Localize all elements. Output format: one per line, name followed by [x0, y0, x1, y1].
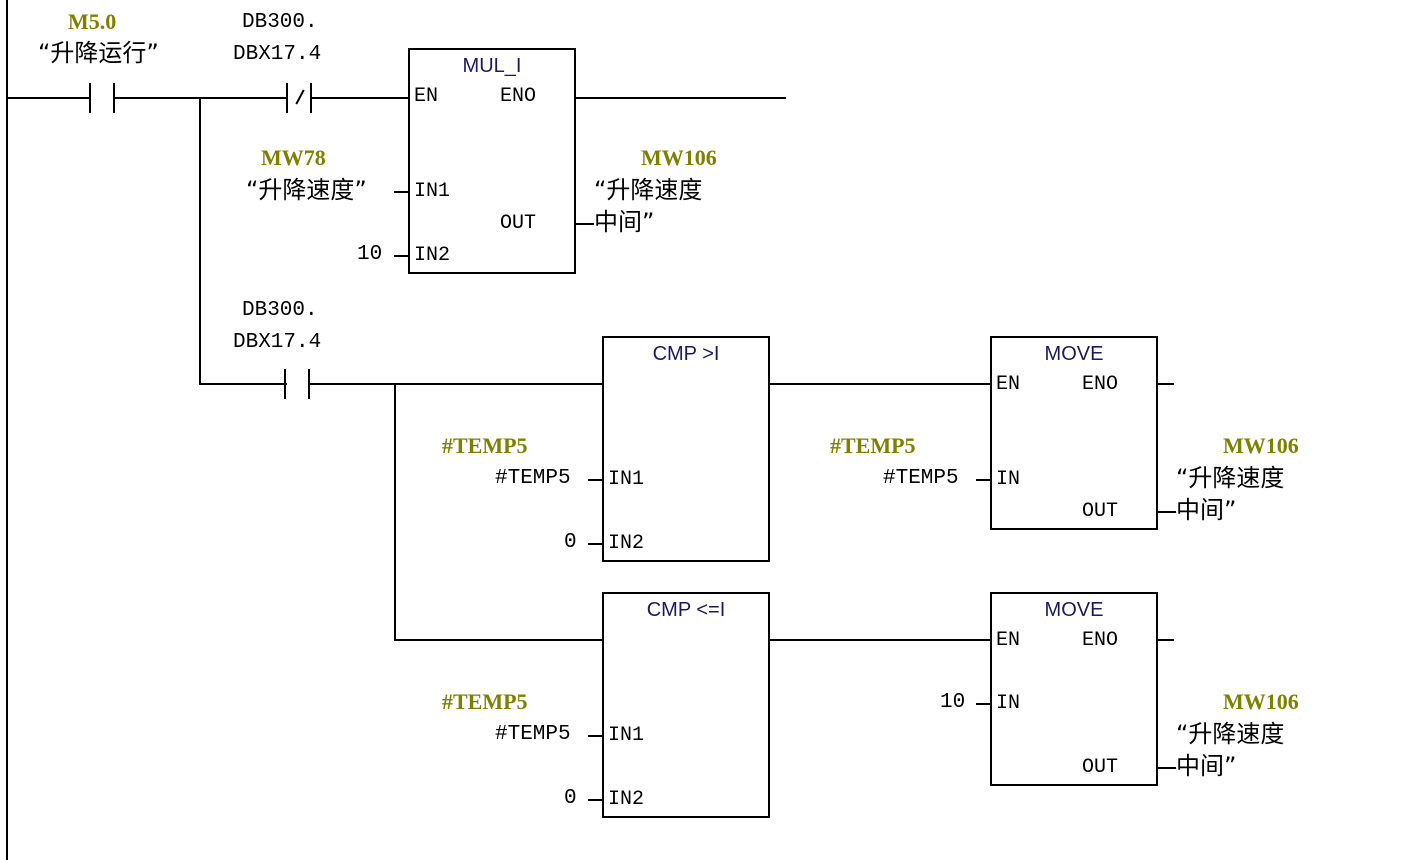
- wire: [6, 97, 90, 99]
- contact-address: M5.0: [68, 9, 117, 34]
- eno-wire: [576, 97, 786, 99]
- pin-in2: IN2: [608, 788, 645, 811]
- in1-symbol: “升降速度”: [246, 176, 367, 204]
- pin-in: IN: [996, 692, 1021, 715]
- wire: [770, 383, 992, 385]
- wire: [1158, 511, 1176, 513]
- in2-value: 0: [564, 787, 577, 810]
- contact-no-db300-dbx17-4[interactable]: [284, 369, 312, 399]
- wire: [576, 223, 594, 225]
- wire: [312, 97, 410, 99]
- contact-address-line1: DB300.: [242, 11, 318, 34]
- out-address: MW106: [1223, 433, 1299, 458]
- in1-address: #TEMP5: [442, 433, 528, 458]
- contact-symbol: “升降运行”: [38, 39, 159, 67]
- wire: [310, 383, 604, 385]
- in1-symbol: #TEMP5: [495, 723, 571, 746]
- pin-en: EN: [996, 373, 1021, 396]
- wire: [588, 799, 602, 801]
- pin-out: OUT: [500, 212, 537, 235]
- left-power-rail: [6, 0, 8, 860]
- block-title: MUL_I: [462, 55, 522, 77]
- contact-address-line2: DBX17.4: [233, 43, 322, 66]
- in1-address: #TEMP5: [442, 689, 528, 714]
- block-title: MOVE: [1044, 599, 1104, 621]
- pin-out: OUT: [1082, 500, 1119, 523]
- contact-address-line1: DB300.: [242, 299, 318, 322]
- out-symbol-line1: “升降速度: [594, 176, 703, 204]
- out-symbol-line1: “升降速度: [1176, 464, 1285, 492]
- block-title: CMP <=I: [646, 599, 726, 621]
- out-address: MW106: [641, 145, 717, 170]
- pin-in: IN: [996, 468, 1021, 491]
- move-block-1[interactable]: MOVE EN ENO IN OUT: [990, 336, 1158, 530]
- wire: [199, 383, 287, 385]
- in1-symbol: #TEMP5: [495, 467, 571, 490]
- out-symbol-line2: 中间”: [594, 208, 655, 236]
- wire: [394, 255, 408, 257]
- branch-wire: [394, 383, 396, 641]
- contact-nc-db300-dbx17-4[interactable]: [286, 83, 314, 113]
- block-title: CMP >I: [652, 343, 720, 365]
- pin-in1: IN1: [608, 724, 645, 747]
- wire: [588, 735, 602, 737]
- out-symbol-line2: 中间”: [1176, 496, 1237, 524]
- out-symbol-line1: “升降速度: [1176, 720, 1285, 748]
- block-title: MOVE: [1044, 343, 1104, 365]
- pin-in1: IN1: [414, 180, 451, 203]
- contact-address-line2: DBX17.4: [233, 331, 322, 354]
- pin-in2: IN2: [414, 244, 451, 267]
- wire: [115, 97, 287, 99]
- out-address: MW106: [1223, 689, 1299, 714]
- cmp-gt-block[interactable]: CMP >I IN1 IN2: [602, 336, 770, 562]
- mul-i-block[interactable]: MUL_I EN ENO IN1 OUT IN2: [408, 48, 576, 274]
- eno-wire: [1158, 639, 1174, 641]
- pin-eno: ENO: [1082, 629, 1119, 652]
- eno-wire: [1158, 383, 1174, 385]
- pin-in1: IN1: [608, 468, 645, 491]
- pin-en: EN: [414, 85, 439, 108]
- pin-out: OUT: [1082, 756, 1119, 779]
- out-symbol-line2: 中间”: [1176, 752, 1237, 780]
- wire: [976, 479, 990, 481]
- branch-wire: [199, 97, 201, 385]
- wire: [976, 703, 990, 705]
- wire: [1158, 767, 1176, 769]
- in-value: 10: [940, 691, 966, 714]
- in2-value: 10: [357, 243, 383, 266]
- pin-in2: IN2: [608, 532, 645, 555]
- in2-value: 0: [564, 531, 577, 554]
- wire: [394, 639, 604, 641]
- wire: [588, 479, 602, 481]
- wire: [770, 639, 992, 641]
- move-block-2[interactable]: MOVE EN ENO IN OUT: [990, 592, 1158, 786]
- in-address: #TEMP5: [830, 433, 916, 458]
- wire: [588, 543, 602, 545]
- in1-address: MW78: [261, 145, 326, 170]
- pin-eno: ENO: [500, 85, 537, 108]
- cmp-le-block[interactable]: CMP <=I IN1 IN2: [602, 592, 770, 818]
- contact-no-m5-0[interactable]: [89, 83, 117, 113]
- in-symbol: #TEMP5: [883, 467, 959, 490]
- wire: [394, 191, 408, 193]
- pin-en: EN: [996, 629, 1021, 652]
- pin-eno: ENO: [1082, 373, 1119, 396]
